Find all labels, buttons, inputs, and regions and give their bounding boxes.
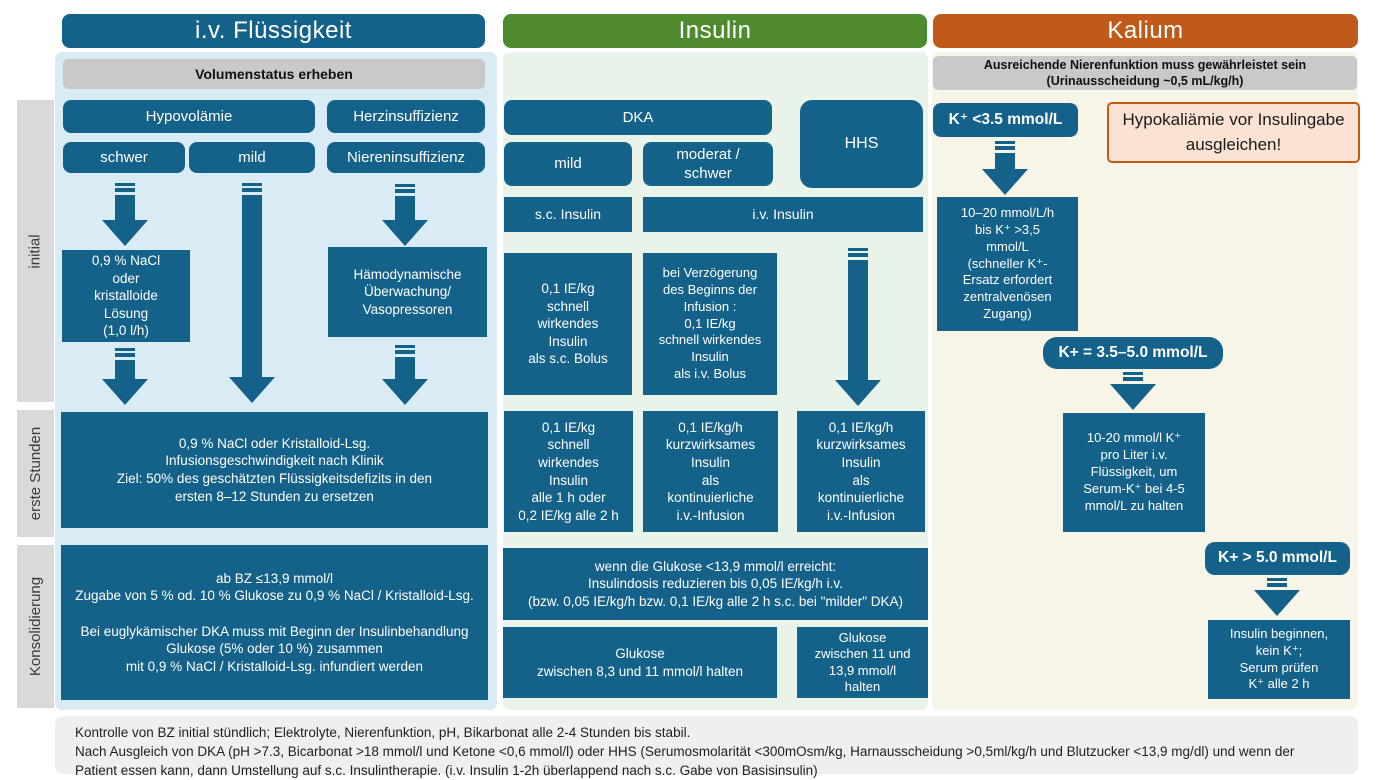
dka-box: DKA bbox=[504, 100, 772, 135]
phase-label-initial: initial bbox=[17, 100, 54, 402]
down-arrow-icon bbox=[102, 183, 148, 246]
glucose-hhs-target-box: Glukose zwischen 11 und 13,9 mmol/l halt… bbox=[797, 627, 928, 698]
down-arrow-icon bbox=[982, 141, 1028, 195]
footnote-line-1: Kontrolle von BZ initial stündlich; Elek… bbox=[75, 725, 691, 740]
renal-failure-box: Niereninsuffizienz bbox=[327, 142, 485, 173]
down-arrow-icon bbox=[229, 183, 275, 403]
insulin-initial-sc-box: 0,1 IE/kg schnell wirkendes Insulin als … bbox=[504, 253, 632, 395]
mild-box: mild bbox=[189, 142, 315, 173]
potassium-normal-box: 10-20 mmol/l K⁺ pro Liter i.v. Flüssigke… bbox=[1063, 413, 1205, 532]
hhs-box: HHS bbox=[800, 100, 923, 188]
nacl-solution-box: 0,9 % NaCl oder kristalloide Lösung (1,0… bbox=[62, 250, 190, 342]
potassium-high-label: K+ > 5.0 mmol/L bbox=[1205, 542, 1350, 575]
footnote-line-3: Patient essen kann, dann Umstellung auf … bbox=[75, 763, 818, 779]
down-arrow-icon bbox=[382, 345, 428, 405]
kalium-column-header: Kalium bbox=[933, 14, 1358, 48]
down-arrow-icon bbox=[382, 184, 428, 246]
glucose-dka-target-box: Glukose zwischen 8,3 und 11 mmol/l halte… bbox=[503, 627, 777, 698]
monitoring-footnote: Kontrolle von BZ initial stündlich; Elek… bbox=[55, 716, 1358, 778]
potassium-low-label: K⁺ <3.5 mmol/L bbox=[933, 103, 1078, 137]
sc-insulin-bar: s.c. Insulin bbox=[504, 197, 632, 232]
iv-insulin-bar: i.v. Insulin bbox=[643, 197, 923, 232]
down-arrow-icon bbox=[835, 248, 881, 406]
potassium-normal-label: K+ = 3.5–5.0 mmol/L bbox=[1043, 337, 1223, 369]
hypovolemia-box: Hypovolämie bbox=[63, 100, 315, 133]
footnote-line-2: Nach Ausgleich von DKA (pH >7.3, Bicarbo… bbox=[75, 744, 1295, 760]
down-arrow-icon bbox=[1254, 578, 1300, 616]
renal-function-note-bar: Ausreichende Nierenfunktion muss gewährl… bbox=[933, 56, 1357, 90]
severe-box: schwer bbox=[63, 142, 185, 173]
phase-label-konsolidierung: Konsolidierung bbox=[17, 545, 54, 708]
down-arrow-icon bbox=[1110, 372, 1156, 410]
fluid-early-hours-box: 0,9 % NaCl oder Kristalloid-Lsg. Infusio… bbox=[61, 412, 488, 528]
insulin-early-iv-box: 0,1 IE/kg/h kurzwirksames Insulin als ko… bbox=[643, 411, 778, 532]
fluid-consolidation-box: ab BZ ≤13,9 mmol/l Zugabe von 5 % od. 10… bbox=[61, 545, 488, 700]
insulin-early-sc-box: 0,1 IE/kg schnell wirkendes Insulin alle… bbox=[504, 411, 633, 532]
insulin-initial-iv-box: bei Verzögerung des Beginns der Infusion… bbox=[643, 253, 777, 395]
hypokalemia-warning-box: Hypokaliämie vor Insulingabe ausgleichen… bbox=[1107, 102, 1360, 163]
potassium-low-box: 10–20 mmol/L/h bis K⁺ >3,5 mmol/L (schne… bbox=[937, 197, 1078, 331]
potassium-high-box: Insulin beginnen, kein K⁺; Serum prüfen … bbox=[1208, 620, 1350, 699]
insulin-early-hhs-box: 0,1 IE/kg/h kurzwirksames Insulin als ko… bbox=[797, 411, 925, 532]
heart-failure-box: Herzinsuffizienz bbox=[327, 100, 485, 133]
insulin-column-header: Insulin bbox=[503, 14, 927, 48]
hemodynamic-monitoring-box: Hämodynamische Überwachung/ Vasopressore… bbox=[328, 247, 487, 337]
fluid-column-header: i.v. Flüssigkeit bbox=[62, 14, 485, 48]
phase-label-erste-stunden: erste Stunden bbox=[17, 410, 54, 537]
down-arrow-icon bbox=[102, 348, 148, 405]
insulin-mild-box: mild bbox=[504, 142, 632, 186]
moderate-severe-box: moderat / schwer bbox=[643, 142, 773, 186]
insulin-consolidation-box: wenn die Glukose <13,9 mmol/l erreicht: … bbox=[503, 548, 928, 620]
volume-status-bar: Volumenstatus erheben bbox=[63, 59, 485, 89]
